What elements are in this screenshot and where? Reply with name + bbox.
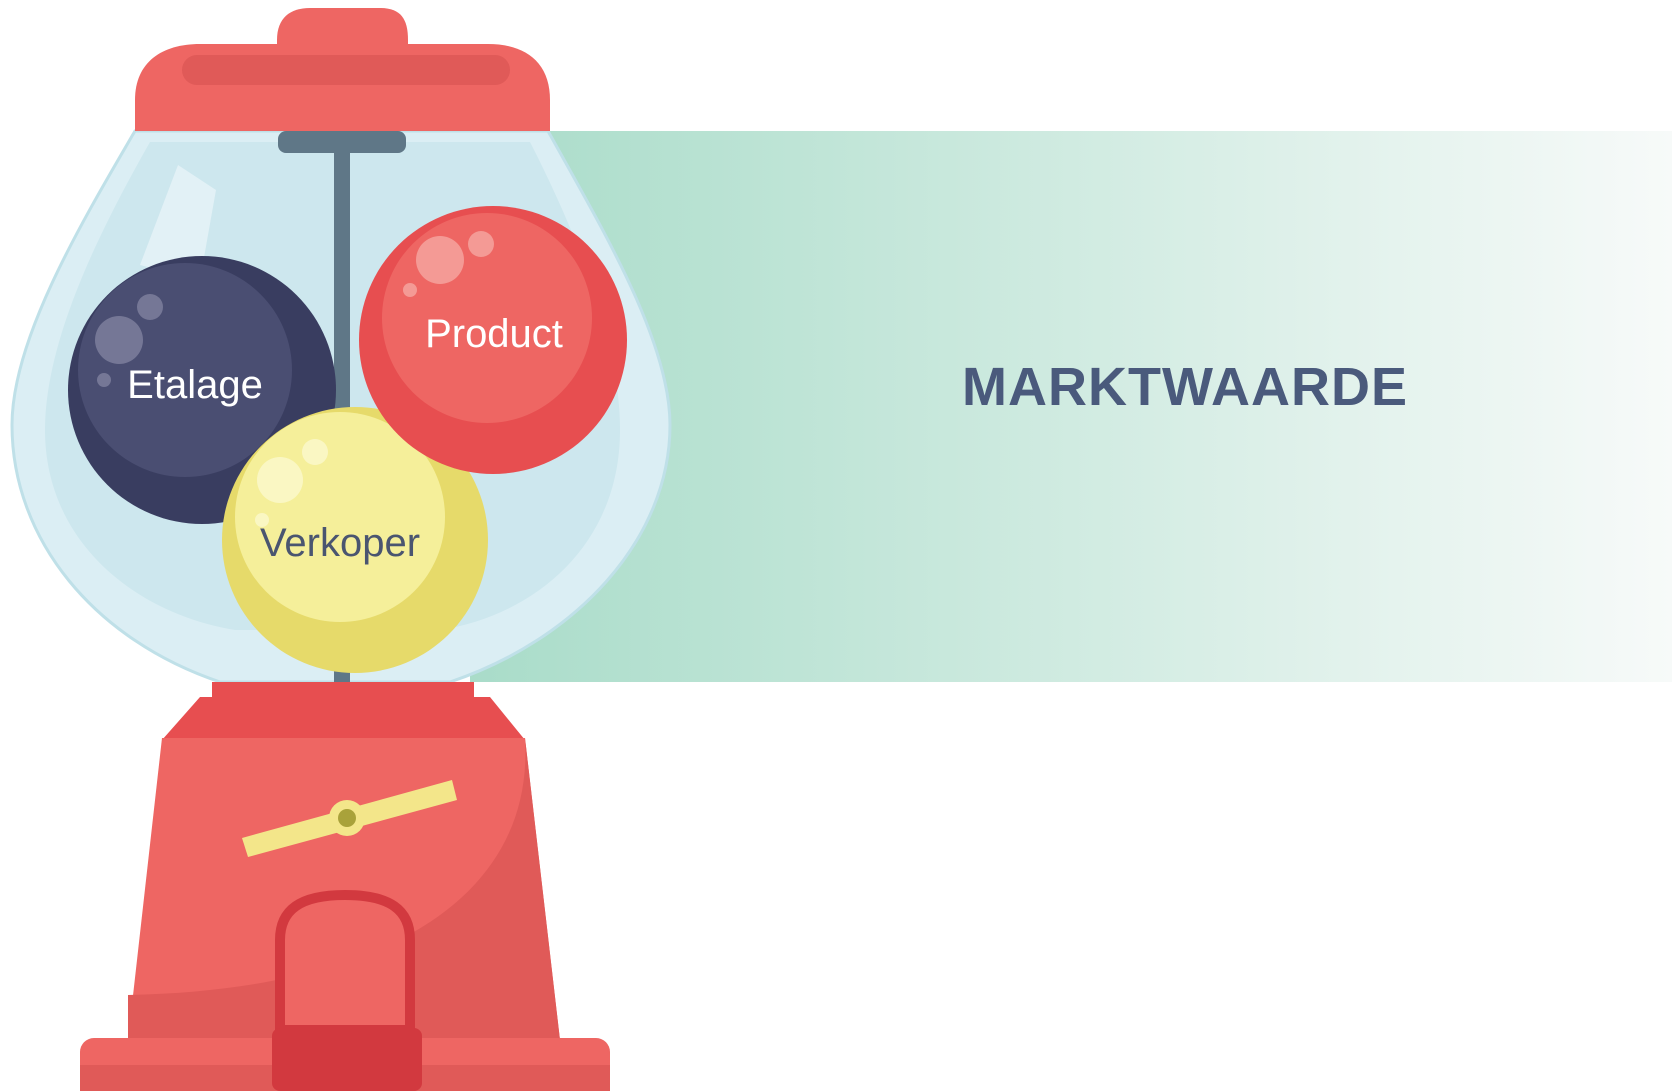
ball-label-etalage: Etalage: [127, 363, 263, 407]
ball-label-product: Product: [425, 312, 563, 356]
ball-product: Product: [359, 206, 627, 474]
ball-label-verkoper: Verkoper: [260, 521, 420, 565]
machine-base: [80, 682, 610, 1091]
banner-title: MARKTWAARDE: [962, 357, 1408, 417]
machine-lid: [135, 8, 550, 131]
